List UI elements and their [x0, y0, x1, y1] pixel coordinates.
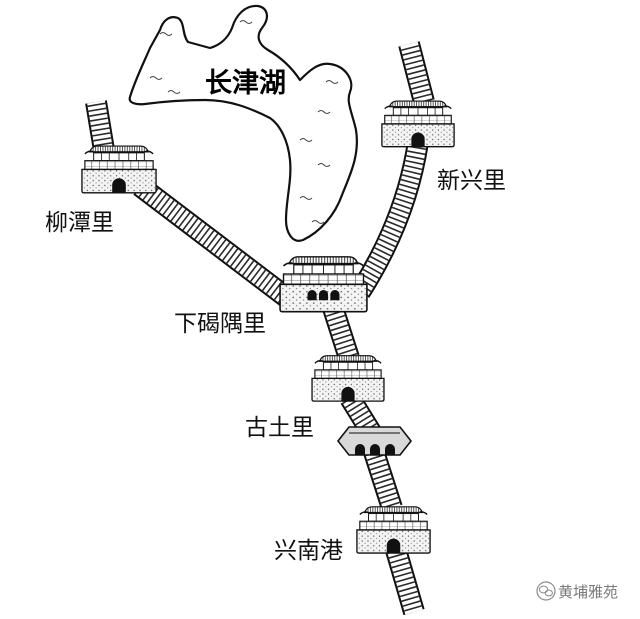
gate-arch	[370, 444, 380, 455]
label-xinxingli: 新兴里	[437, 168, 506, 194]
rail-track-liutanli-xiajieyuli	[140, 186, 290, 300]
watermark: 黄埔雅苑	[536, 581, 618, 601]
label-liutanli: 柳潭里	[45, 210, 114, 236]
fortress-xiajieyuli	[279, 256, 368, 313]
wechat-icon	[536, 581, 556, 601]
changjin-lake: 长津湖	[128, 4, 358, 242]
fortress-south-of-xiajieyuli	[311, 355, 385, 402]
rail-track-gutuli-xingnangang	[374, 452, 392, 508]
lake-ripples	[149, 20, 339, 224]
rail-track-liutanli-north	[96, 102, 104, 150]
rail-track-xingnangang-south	[396, 550, 414, 612]
rail-track-xiajieyuli-south	[333, 308, 349, 358]
rail-track-xinxingli-xiajieyuli	[360, 142, 418, 292]
lake-label: 长津湖	[205, 68, 286, 99]
label-gutuli: 古土里	[245, 415, 314, 441]
fortress-xingnangang	[356, 506, 431, 554]
gate-arch	[385, 444, 395, 455]
gate-gutuli	[336, 426, 413, 456]
label-xingnangang: 兴南港	[274, 538, 343, 564]
gate-arch	[355, 444, 365, 455]
label-xiajieyuli: 下碣隅里	[174, 311, 266, 337]
lake-outline	[128, 4, 358, 242]
fortress-liutanli	[81, 145, 157, 194]
watermark-text: 黄埔雅苑	[558, 583, 618, 601]
fortress-xinxingli	[381, 100, 455, 148]
rail-track-xinxingli-north	[409, 44, 424, 102]
